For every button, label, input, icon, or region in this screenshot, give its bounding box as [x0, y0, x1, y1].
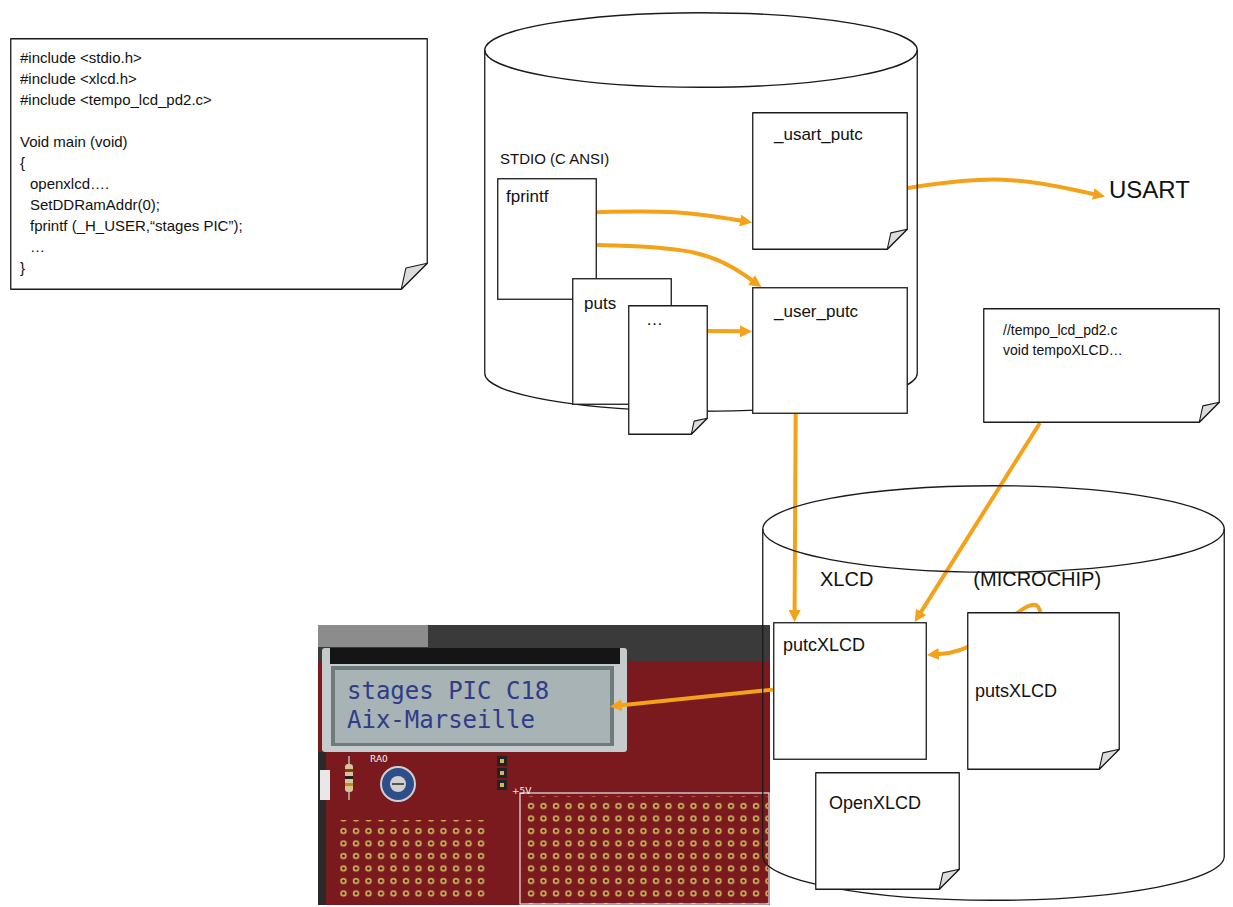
box-border: [753, 288, 908, 414]
cylinder-top: [485, 13, 918, 88]
header-pin: [497, 756, 507, 766]
function-name: puts: [584, 293, 616, 314]
flow-arrow: [597, 211, 743, 221]
resistor-band: [345, 776, 353, 779]
header-pin: [500, 759, 504, 763]
library-cylinder: XLCD (MICROCHIP) putcXLCD putsXLCD OpenXLCD: [762, 485, 1225, 901]
function-box: putcXLCD: [773, 622, 927, 760]
resistor-symbol: [345, 764, 353, 792]
function-page: …: [628, 305, 708, 435]
pcb-board: [318, 625, 770, 905]
page-border: [984, 309, 1220, 423]
pin-label: RA0: [370, 754, 388, 764]
page-outline: [628, 305, 708, 435]
source-page: //tempo_lcd_pd2.cvoid tempoXLCD…: [983, 308, 1220, 423]
function-name: fprintf: [506, 186, 549, 207]
page-border: [11, 39, 428, 290]
potentiometer-slot: [392, 783, 404, 785]
prototype-area: [340, 820, 490, 900]
page-border: [753, 113, 908, 250]
page-fold: [1099, 749, 1119, 769]
lcd-screen: stages PIC C18Aix-Marseille: [335, 670, 610, 743]
lcd-bezel: [322, 648, 627, 752]
cylinder-body: [763, 529, 1225, 900]
function-name: putcXLCD: [783, 634, 865, 657]
code-line: #include <xlcd.h>: [20, 68, 137, 89]
output-target: USART: [1105, 172, 1217, 213]
resistor-band: [345, 783, 353, 786]
code-page: #include <stdio.h>#include <xlcd.h>#incl…: [10, 38, 428, 290]
header-pin: [497, 768, 507, 778]
code-line: SetDDRamAddr(0);: [30, 194, 160, 215]
page-border: [968, 613, 1120, 770]
library-cylinder: STDIO (C ANSI) fprintf puts … _usart_putc _us…: [484, 12, 918, 412]
code-line: {: [20, 152, 25, 173]
function-page: OpenXLCD: [815, 772, 960, 890]
code-line: …: [30, 236, 45, 257]
flow-arrow: [795, 414, 796, 613]
silkscreen-outline: [520, 793, 769, 904]
library-name: XLCD: [820, 567, 873, 592]
cylinder-top: [763, 486, 1225, 573]
resistor-band: [345, 769, 353, 772]
function-name: OpenXLCD: [829, 792, 921, 815]
flow-arrow: [597, 245, 754, 282]
lcd-frame: [331, 666, 614, 746]
code-line: }: [20, 257, 25, 278]
potentiometer-symbol: [381, 767, 415, 801]
function-box: _user_putc: [752, 287, 908, 414]
code-line: //tempo_lcd_pd2.c: [1003, 320, 1117, 340]
photo-background: [318, 625, 428, 647]
potentiometer-knob: [390, 776, 406, 792]
lcd-foam: [330, 648, 620, 664]
header-pin: [497, 780, 507, 790]
code-line: void tempoXLCD…: [1003, 340, 1123, 360]
code-line: Void main (void): [20, 131, 128, 152]
header-pin: [500, 771, 504, 775]
function-name: _user_putc: [774, 301, 858, 322]
page-fold: [1199, 402, 1219, 422]
header-pin: [500, 783, 504, 787]
flow-arrow: [908, 180, 1096, 195]
box-border: [774, 623, 927, 760]
library-name: (MICROCHIP): [973, 567, 1101, 592]
page-fold: [887, 229, 907, 249]
function-page: _usart_putc: [752, 112, 908, 250]
flow-arrow: [619, 690, 773, 706]
prototype-area: [522, 796, 768, 904]
page-fold: [401, 263, 427, 289]
flow-arrow: [708, 329, 743, 333]
code-line: fprintf (_H_USER,“stages PIC”);: [30, 215, 243, 236]
page-outline: [815, 772, 960, 890]
code-line: openxlcd….: [30, 173, 109, 194]
page-border: [816, 773, 960, 890]
page-fold: [939, 869, 959, 889]
library-name: STDIO (C ANSI): [500, 150, 609, 169]
connector-symbol: [320, 770, 330, 800]
code-line: #include <stdio.h>: [20, 47, 142, 68]
lcd-line: stages PIC C18: [347, 677, 549, 706]
lcd-line: Aix-Marseille: [347, 706, 535, 735]
code-line: #include <tempo_lcd_pd2.c>: [20, 89, 212, 110]
function-name: putsXLCD: [975, 680, 1057, 703]
power-label: +5V: [512, 786, 531, 796]
function-name: _usart_putc: [774, 124, 863, 145]
function-page: putsXLCD: [967, 612, 1120, 770]
page-fold: [691, 418, 707, 434]
page-border: [629, 306, 708, 435]
output-name: USART: [1109, 175, 1190, 205]
function-name: …: [646, 309, 663, 330]
